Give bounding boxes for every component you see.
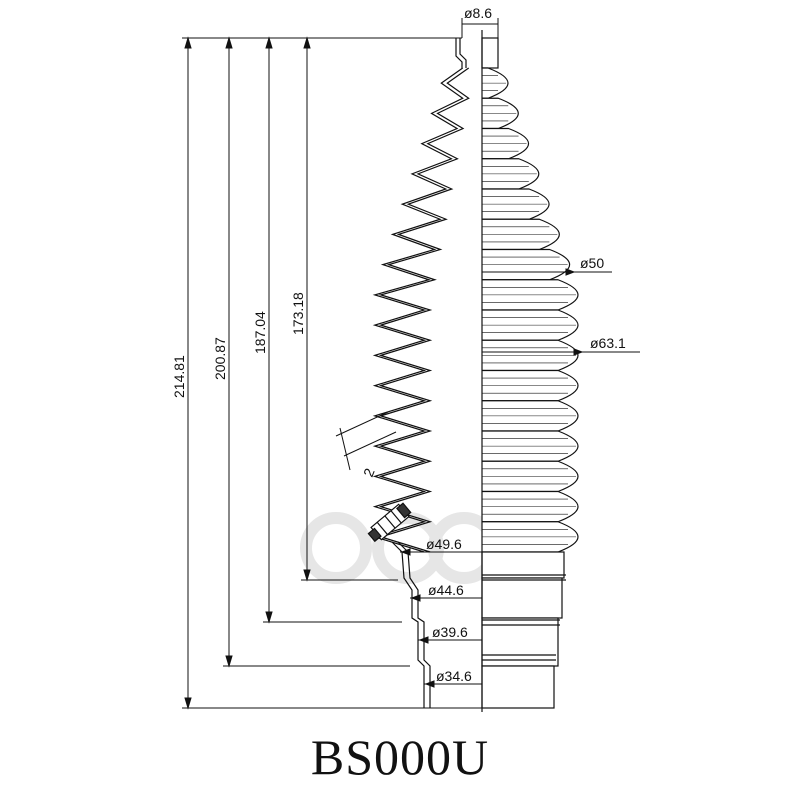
diameter-label-39: ø39.6 [432,624,468,640]
diameter-label-34: ø34.6 [436,668,472,684]
diameter-label-50: ø50 [580,255,604,271]
diameter-label-top: ø8.6 [464,5,492,21]
height-label-200: 200.87 [212,337,228,380]
diameter-label-44: ø44.6 [428,582,464,598]
height-label-214: 214.81 [171,355,187,398]
height-label-187: 187.04 [252,311,268,354]
part-number: BS000U [310,729,490,785]
watermark-logo [300,512,500,584]
diameter-leaders [400,18,640,688]
height-label-173: 173.18 [290,292,306,335]
height-dimension-lines [182,36,548,710]
bellows-section-profile [372,38,470,708]
bellows-outer-view [481,37,579,709]
wall-thickness-label: 2 [360,466,378,479]
breather-valve [367,502,412,543]
wall-thickness-callout [335,411,397,471]
diameter-label-63: ø63.1 [590,335,626,351]
diameter-label-49: ø49.6 [426,536,462,552]
